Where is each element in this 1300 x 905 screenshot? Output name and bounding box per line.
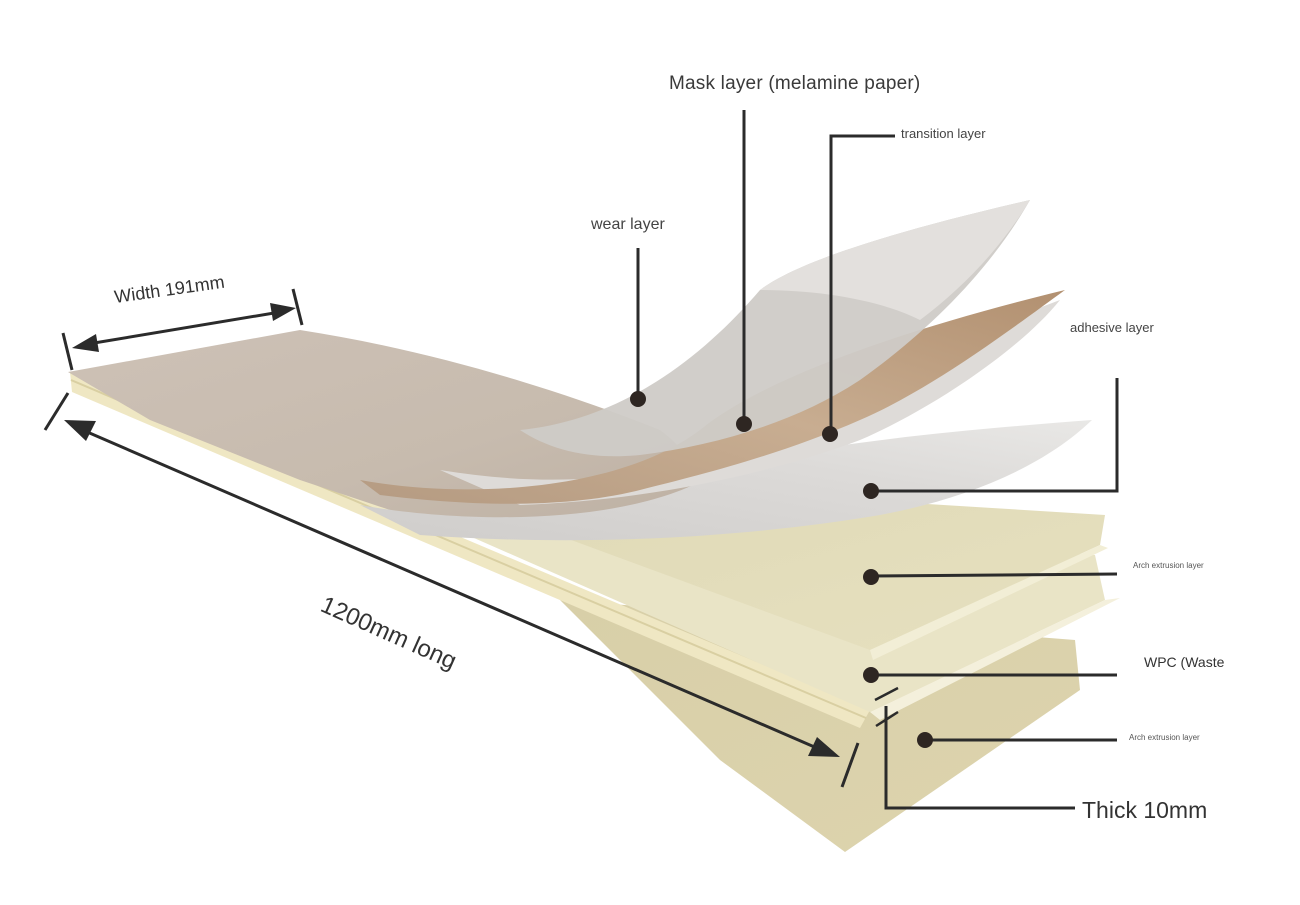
dot-transition-layer <box>822 426 838 442</box>
length-arrowhead-top <box>64 420 96 441</box>
thickness-ticks <box>874 686 899 728</box>
length-end-tick-bottom <box>840 742 860 788</box>
label-arch-extrusion-top: Arch extrusion layer <box>1133 561 1204 570</box>
dot-wpc <box>863 667 879 683</box>
width-dimension <box>61 288 304 371</box>
label-mask-layer: Mask layer (melamine paper) <box>669 73 921 94</box>
leader-dots <box>630 391 933 748</box>
label-transition-layer: transition layer <box>901 126 986 141</box>
width-arrowhead-right <box>270 303 296 321</box>
label-arch-extrusion-bottom: Arch extrusion layer <box>1129 733 1200 742</box>
dot-arch-extrusion-top <box>863 569 879 585</box>
leader-line-adhesive-layer <box>871 378 1119 493</box>
wear-layer-highlight <box>760 200 1030 320</box>
dot-mask-layer <box>736 416 752 432</box>
width-arrowhead-left <box>72 334 99 352</box>
label-adhesive-layer: adhesive layer <box>1070 320 1154 335</box>
length-dimension <box>43 392 860 788</box>
dot-arch-extrusion-bottom <box>917 732 933 748</box>
width-end-tick-left <box>61 332 74 371</box>
width-end-tick-right <box>291 288 304 326</box>
leader-line-transition-layer <box>829 134 895 434</box>
leader-line-thickness <box>884 706 1075 810</box>
length-arrowhead-bottom <box>808 737 840 757</box>
dot-wear-layer <box>630 391 646 407</box>
label-wpc: WPC (Waste <box>1144 654 1225 670</box>
leader-lines <box>636 110 1119 810</box>
dot-adhesive-layer <box>863 483 879 499</box>
length-arrow-shaft <box>77 426 827 754</box>
adhesive-film-sheet <box>360 420 1092 541</box>
transition-film-sheet <box>440 300 1060 505</box>
leader-line-arch-extrusion-top <box>870 572 1118 578</box>
wpc-core-edge <box>870 598 1120 720</box>
width-arrow-shaft <box>81 309 287 347</box>
label-thickness: Thick 10mm <box>1082 797 1208 823</box>
label-wear-layer: wear layer <box>591 216 665 233</box>
length-end-tick-top <box>43 392 70 431</box>
